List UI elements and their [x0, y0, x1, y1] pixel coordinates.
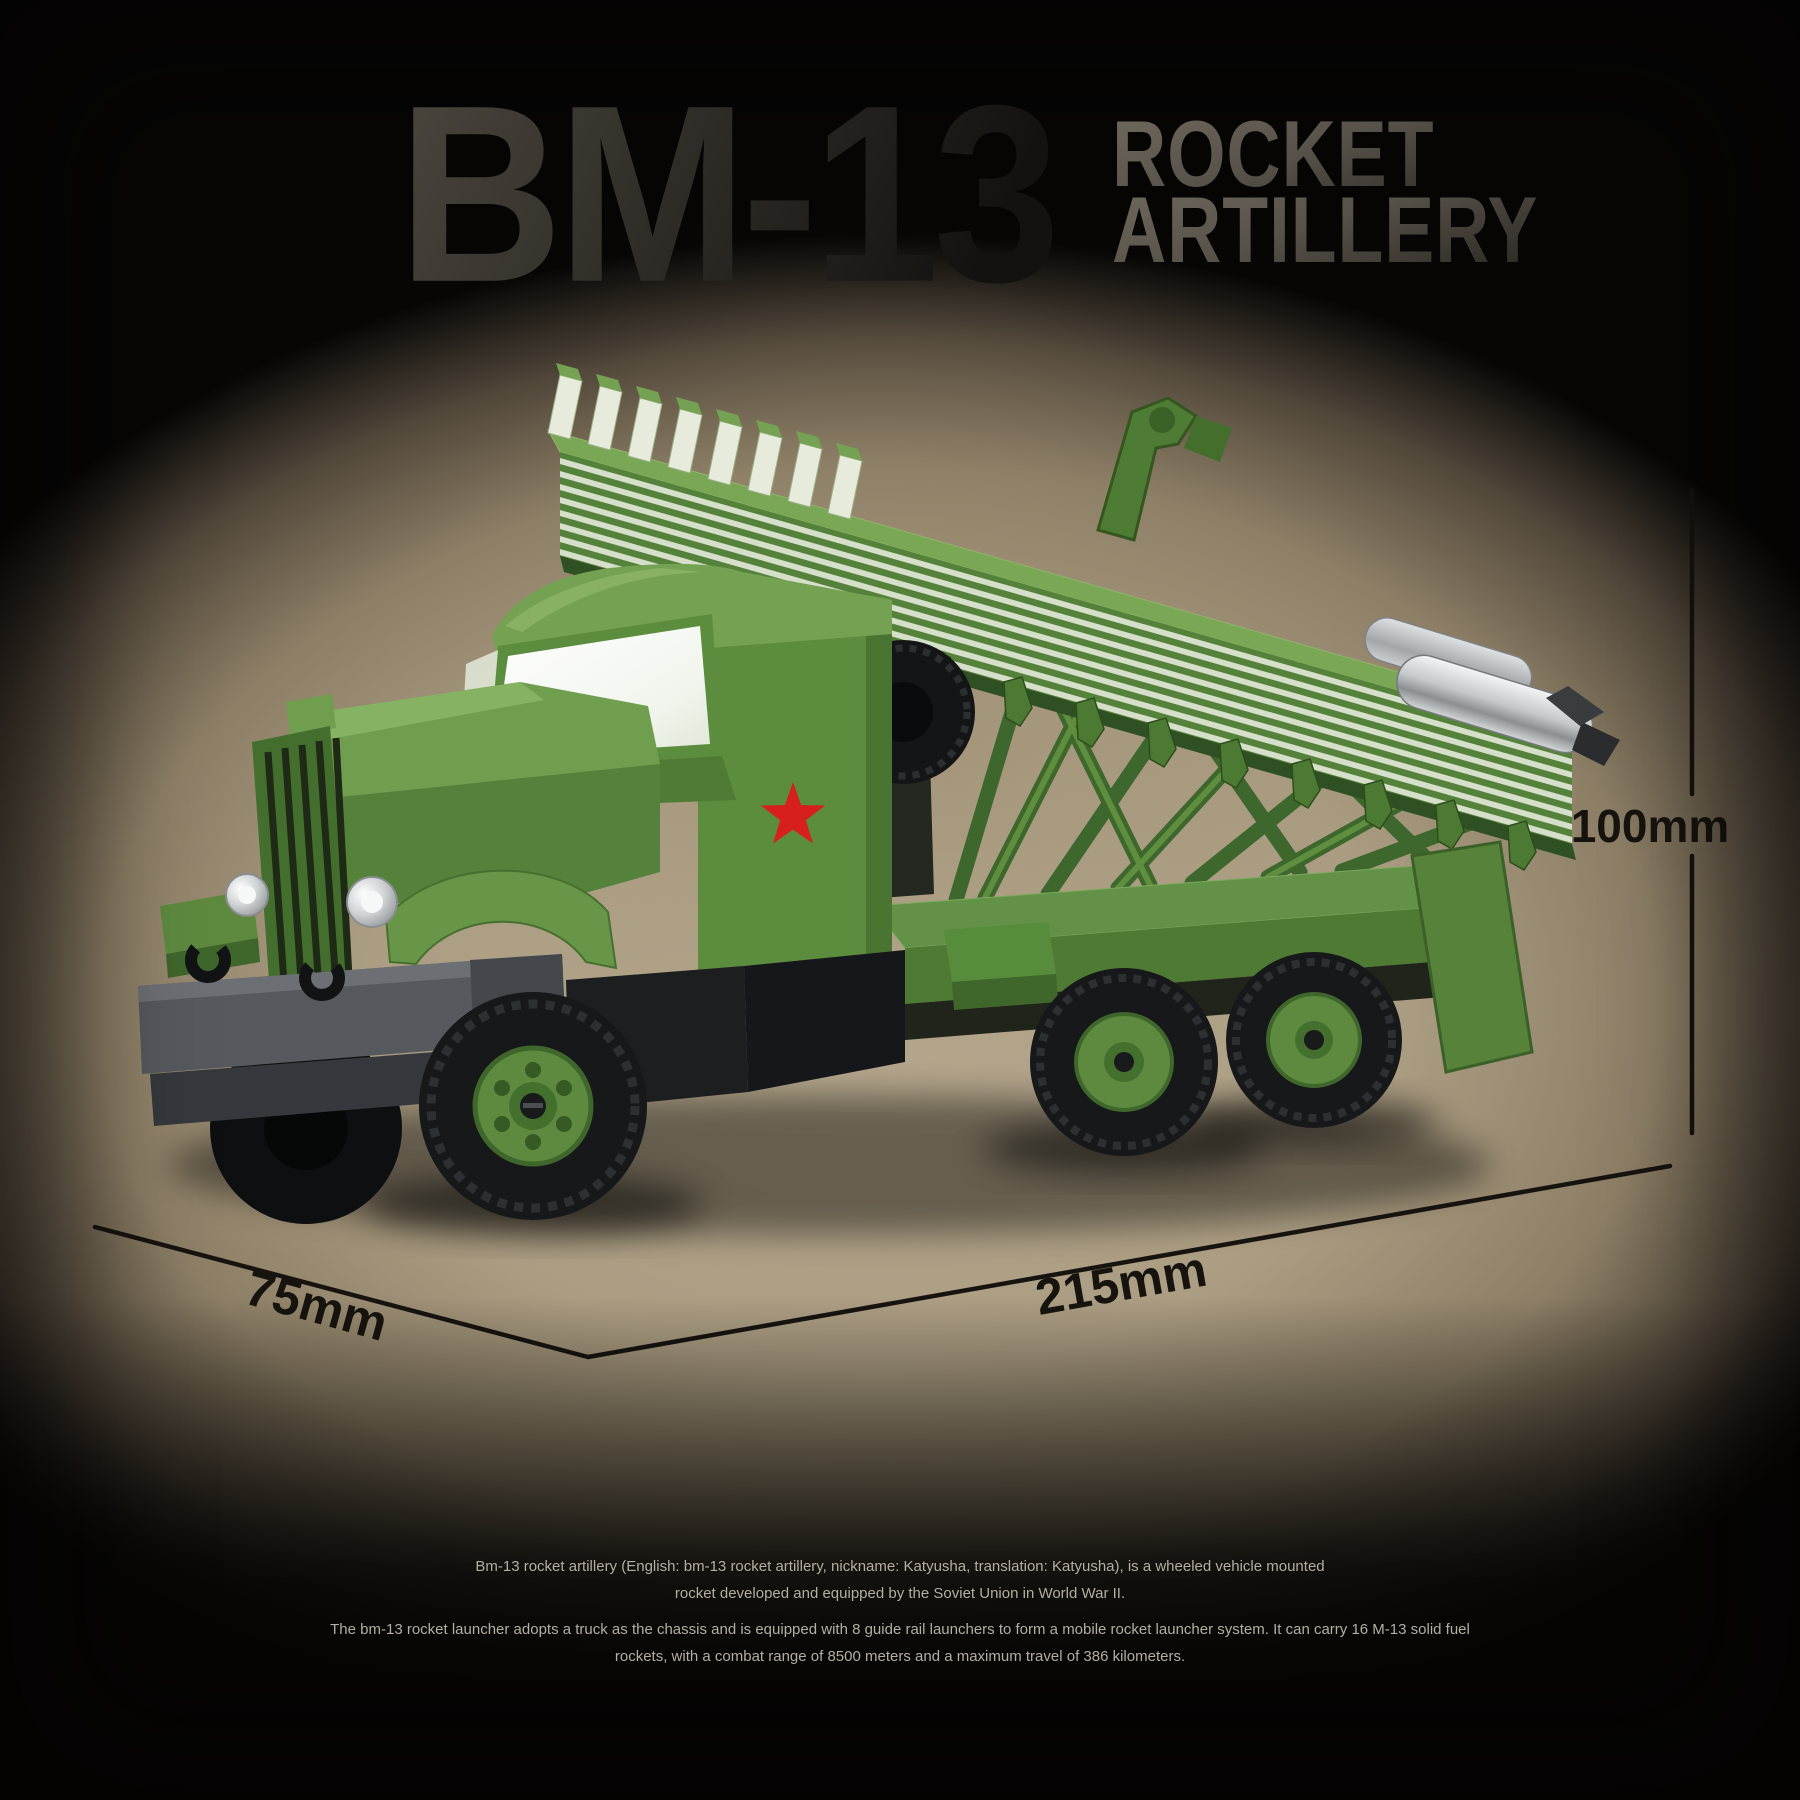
description-line-2: rocket developed and equipped by the Sov… — [674, 1585, 1126, 1602]
description-line-3: The bm-13 rocket launcher adopts a truck… — [330, 1621, 1470, 1638]
model-type: ROCKET ARTILLERY — [1112, 90, 1645, 282]
model-type-line2: ARTILLERY — [1112, 177, 1539, 282]
description-line-1: Bm-13 rocket artillery (English: bm-13 r… — [475, 1558, 1325, 1575]
model-type-line1: ROCKET — [1112, 107, 1538, 201]
product-title: BM-13 ROCKET ARTILLERY — [398, 68, 1645, 320]
description-line-4: rockets, with a combat range of 8500 met… — [614, 1648, 1186, 1665]
model-name: BM-13 — [398, 53, 1061, 335]
product-description: Bm-13 rocket artillery (English: bm-13 r… — [150, 1553, 1650, 1670]
